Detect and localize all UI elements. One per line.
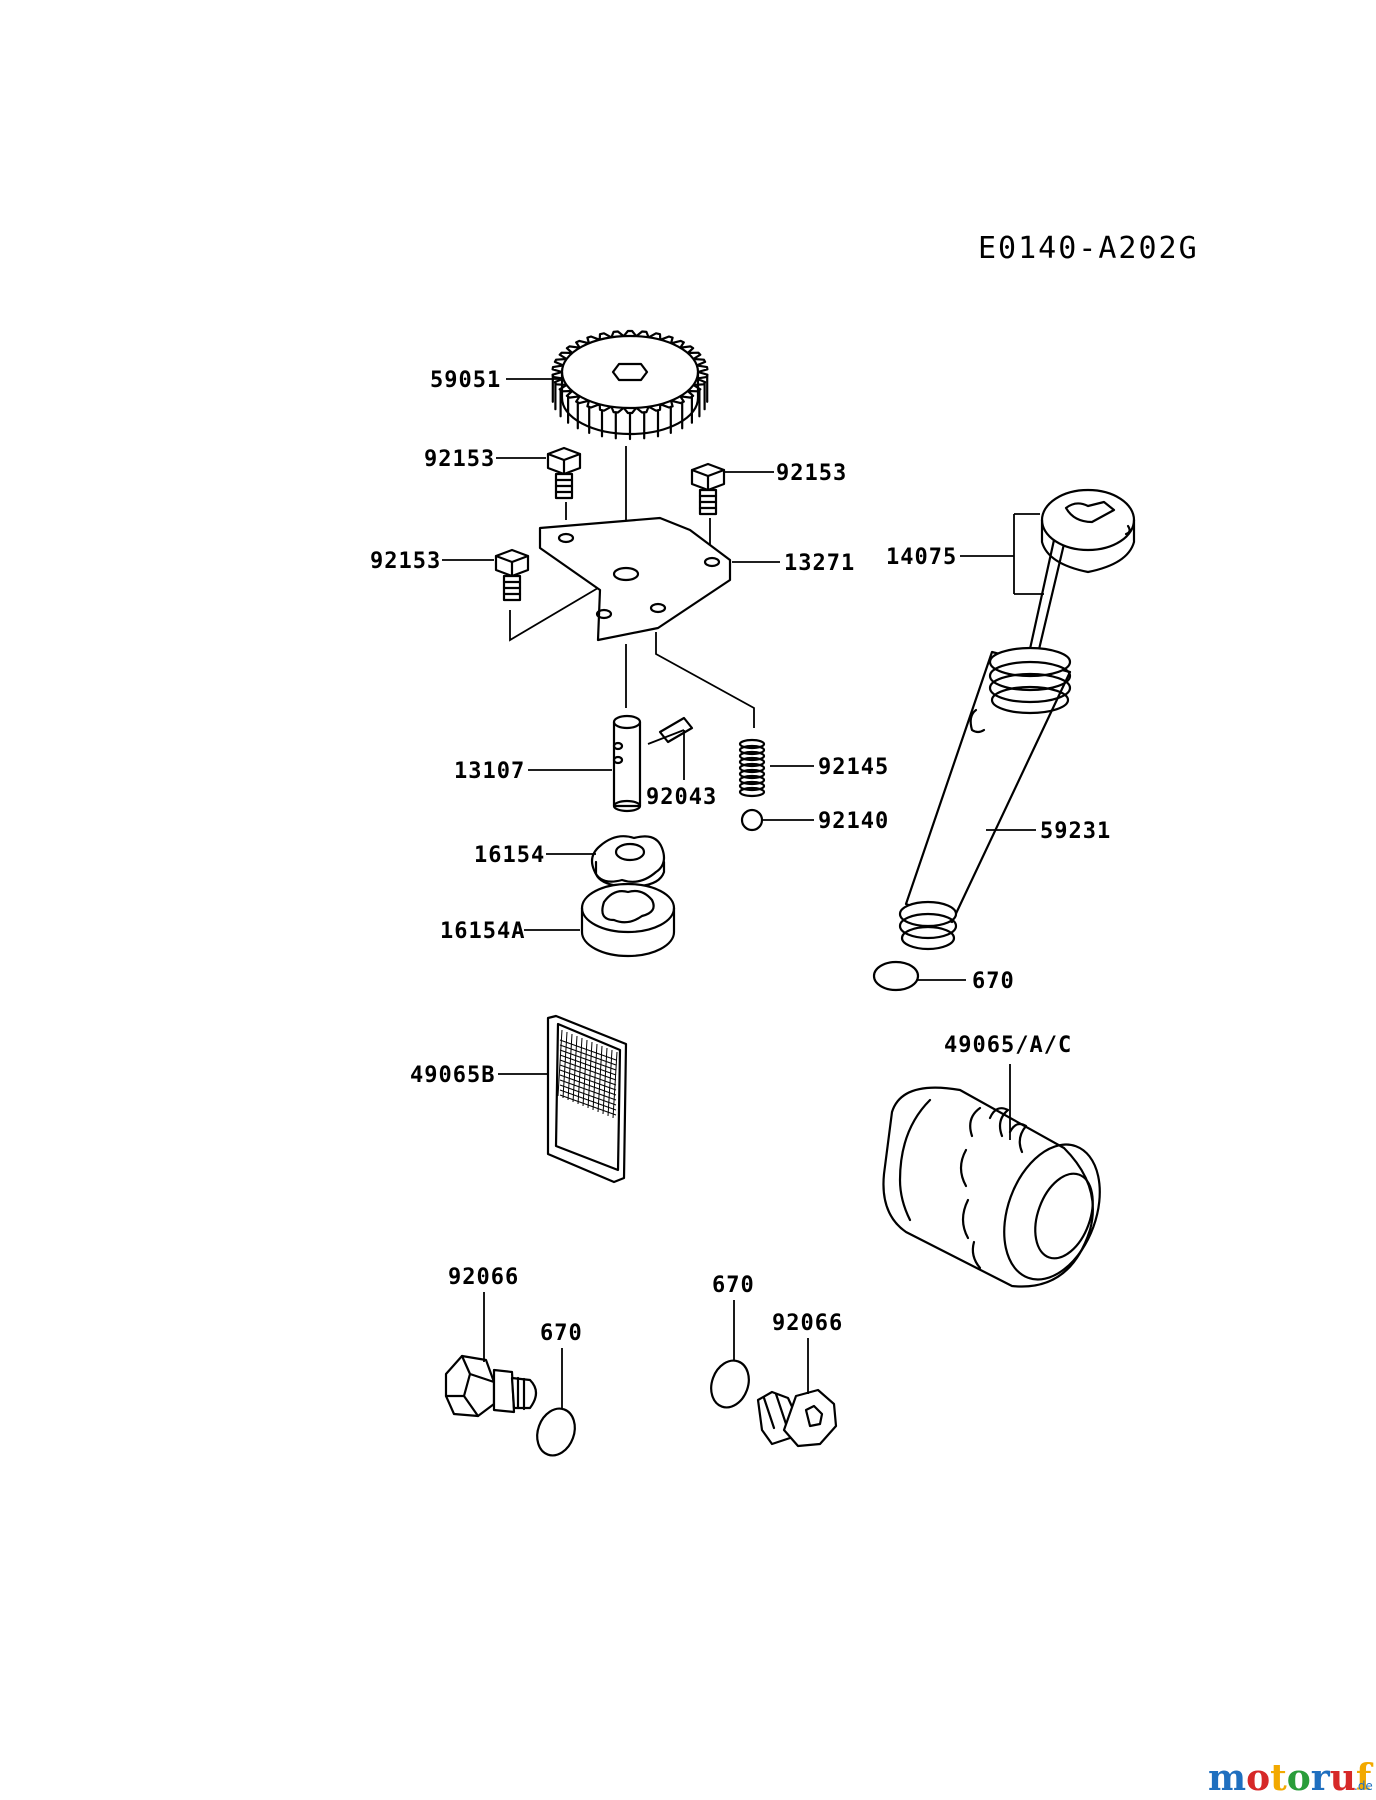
- label-bolt-top-right: 92153: [776, 461, 847, 486]
- o-ring-right: [710, 1359, 750, 1409]
- bolt-left: [494, 548, 530, 602]
- label-gear: 59051: [430, 368, 501, 393]
- drain-plug-left: [444, 1354, 538, 1418]
- svg-text:motoruf: motoruf: [1208, 1757, 1374, 1799]
- filler-tube: [898, 646, 1072, 951]
- label-dipstick: 14075: [886, 545, 957, 570]
- dipstick-part: [1026, 488, 1136, 664]
- o-ring-tube: [872, 960, 920, 992]
- label-spring: 92145: [818, 755, 889, 780]
- svg-text:.de: .de: [1354, 1779, 1373, 1793]
- gear-part: [551, 329, 709, 441]
- bolt-top-right: [690, 462, 726, 516]
- label-outer-rotor: 16154A: [440, 919, 525, 944]
- outer-rotor: [580, 882, 676, 958]
- watermark-letter: m: [1208, 1757, 1246, 1799]
- watermark-letter: u: [1330, 1757, 1356, 1799]
- watermark-letter: r: [1311, 1757, 1331, 1799]
- label-pin: 92043: [646, 785, 717, 810]
- label-filler-tube: 59231: [1040, 819, 1111, 844]
- screen-filter: [546, 1014, 628, 1184]
- label-screen-filter: 49065B: [410, 1063, 495, 1088]
- shaft-part: [612, 714, 642, 813]
- label-drain-plug-right: 92066: [772, 1311, 843, 1336]
- watermark-logo: motoruf .de: [1208, 1757, 1374, 1799]
- label-o-ring-left: 670: [540, 1321, 583, 1346]
- label-o-ring-right: 670: [712, 1273, 755, 1298]
- label-o-ring-tube: 670: [972, 969, 1015, 994]
- bolt-top-left: [546, 446, 582, 500]
- oil-filter: [882, 1086, 1101, 1288]
- watermark-letter: f: [1356, 1757, 1374, 1799]
- watermark-letter: t: [1270, 1757, 1287, 1799]
- ball-part: [740, 808, 764, 832]
- cover-plate: [538, 516, 732, 642]
- inner-rotor: [590, 835, 666, 888]
- label-shaft: 13107: [454, 759, 525, 784]
- o-ring-left: [536, 1407, 576, 1457]
- label-drain-plug-left: 92066: [448, 1265, 519, 1290]
- drain-plug-right: [756, 1388, 838, 1448]
- label-cover-plate: 13271: [784, 551, 855, 576]
- label-bolt-left: 92153: [370, 549, 441, 574]
- watermark-letter: o: [1246, 1757, 1270, 1799]
- watermark-letter: o: [1287, 1757, 1311, 1799]
- label-inner-rotor: 16154: [474, 843, 545, 868]
- spring-part: [738, 738, 766, 798]
- label-ball: 92140: [818, 809, 889, 834]
- diagram-code: E0140-A202G: [978, 231, 1199, 266]
- label-bolt-top-left: 92153: [424, 447, 495, 472]
- label-oil-filter: 49065/A/C: [944, 1033, 1072, 1058]
